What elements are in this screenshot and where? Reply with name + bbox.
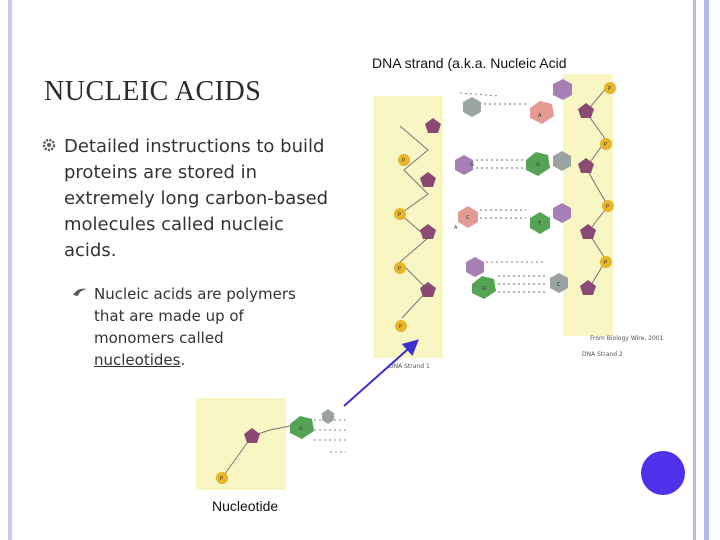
svg-text:T: T bbox=[537, 221, 542, 227]
dna-strand-caption: DNA strand (a.k.a. Nucleic Acid bbox=[372, 55, 567, 71]
nucleotide-arrow bbox=[343, 339, 419, 407]
sugar bbox=[420, 224, 436, 239]
sugar bbox=[578, 158, 594, 173]
accent-circle bbox=[641, 451, 685, 495]
base bbox=[553, 79, 572, 100]
copyright-label: From Biology Wire, 2001 bbox=[590, 335, 664, 342]
bullet-level2-period: . bbox=[180, 351, 186, 369]
sugar bbox=[420, 172, 436, 187]
nucleotides-link[interactable]: nucleotides bbox=[94, 351, 181, 369]
nucleotide-background bbox=[196, 398, 286, 490]
phosphate bbox=[602, 200, 614, 212]
svg-text:P: P bbox=[606, 204, 609, 210]
slide-frame-right bbox=[693, 0, 696, 540]
base bbox=[463, 97, 481, 117]
strand1-phosphates: P P P P bbox=[394, 154, 410, 332]
strand2-label: DNA Strand 2 bbox=[582, 351, 623, 358]
base bbox=[466, 257, 484, 277]
base bbox=[553, 203, 571, 223]
phosphate bbox=[395, 320, 407, 332]
base bbox=[530, 212, 550, 234]
svg-text:P: P bbox=[398, 266, 401, 272]
sugar bbox=[425, 118, 441, 133]
bullet-level2-text-main: Nucleic acids are polymers that are made… bbox=[94, 285, 296, 347]
slide-frame-left bbox=[8, 0, 12, 540]
svg-text:G: G bbox=[470, 162, 474, 168]
phosphate bbox=[398, 154, 410, 166]
svg-text:A: A bbox=[538, 113, 542, 119]
base bbox=[553, 151, 571, 171]
base bbox=[550, 273, 568, 293]
nucleotide-caption: Nucleotide bbox=[212, 498, 279, 514]
phosphate bbox=[604, 82, 616, 94]
base bbox=[526, 152, 550, 176]
base-pairs bbox=[455, 79, 572, 299]
bullet-wing-icon bbox=[73, 288, 87, 296]
nucleotide-phosphate bbox=[216, 472, 228, 484]
bullet-level2-text: Nucleic acids are polymers that are made… bbox=[94, 283, 312, 371]
svg-text:P: P bbox=[220, 476, 223, 482]
phosphate bbox=[600, 138, 612, 150]
svg-text:P: P bbox=[398, 212, 401, 218]
base bbox=[458, 206, 478, 228]
sugar bbox=[420, 282, 436, 297]
strand1-background bbox=[373, 96, 443, 358]
svg-text:P: P bbox=[608, 86, 611, 92]
base bbox=[455, 155, 473, 175]
bullet-level1-text: Detailed instructions to build proteins … bbox=[64, 136, 329, 261]
sugar bbox=[580, 280, 596, 295]
strand2-phosphates: P P P P bbox=[600, 82, 616, 268]
svg-text:P: P bbox=[604, 260, 607, 266]
base bbox=[472, 276, 496, 299]
svg-text:A: A bbox=[454, 225, 458, 231]
svg-text:P: P bbox=[402, 158, 405, 164]
svg-text:C: C bbox=[466, 215, 470, 221]
svg-text:G: G bbox=[299, 426, 303, 432]
phosphate bbox=[394, 262, 406, 274]
base bbox=[530, 101, 554, 124]
svg-text:P: P bbox=[399, 324, 402, 330]
svg-text:P: P bbox=[604, 142, 607, 148]
slide-title: NUCLEIC ACIDS bbox=[44, 76, 262, 107]
sugar bbox=[580, 224, 596, 239]
strand1-label: DNA Strand 1 bbox=[389, 363, 430, 370]
nucleotide-base bbox=[290, 416, 314, 439]
base-letters: G C A G A G T C bbox=[454, 113, 561, 292]
sugar bbox=[578, 103, 594, 118]
slide-frame-right-outer bbox=[704, 0, 709, 540]
svg-text:G: G bbox=[482, 286, 486, 292]
nucleotide-small-base bbox=[322, 409, 334, 424]
phosphate bbox=[600, 256, 612, 268]
sugars bbox=[420, 103, 596, 297]
bullet-gear-icon bbox=[42, 138, 56, 152]
phosphate bbox=[394, 208, 406, 220]
svg-text:G: G bbox=[536, 162, 540, 168]
svg-text:C: C bbox=[557, 282, 561, 288]
nucleotide-sugar bbox=[244, 428, 260, 443]
